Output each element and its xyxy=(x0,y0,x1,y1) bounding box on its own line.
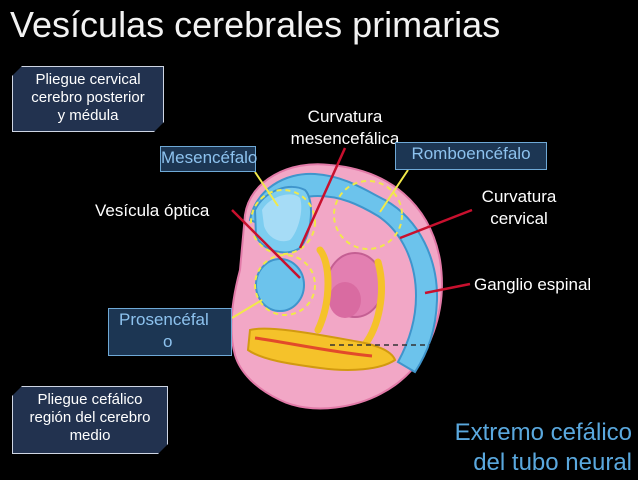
cervical-curvature-line1: Curvatura xyxy=(481,187,557,206)
cervical-fold-line1: Pliegue cervical xyxy=(35,71,141,88)
mesencephalon-outline xyxy=(250,189,316,255)
cervical-curvature-line2: cervical xyxy=(490,209,548,228)
leader-mesencephalic-curvature xyxy=(298,147,347,249)
footer-caption: Extremo cefálico del tubo neural xyxy=(455,418,632,478)
footer-line2: del tubo neural xyxy=(473,449,632,476)
cephalic-fold-box: Pliegue cefálico región del cerebro medi… xyxy=(12,386,168,454)
cervical-fold-line3: y médula xyxy=(57,107,119,124)
neural-tube xyxy=(248,172,439,374)
mesencephalic-curvature-line2: mesencefálica xyxy=(290,129,400,148)
prosencephalon-vesicle xyxy=(255,258,305,312)
leader-rhombencephalon xyxy=(379,169,409,213)
heart-chamber xyxy=(329,282,361,318)
cephalic-fold-line1: Pliegue cefálico xyxy=(37,391,143,408)
leader-spinal-ganglion xyxy=(424,282,471,295)
leader-optic-vesicle xyxy=(231,209,301,279)
spinal-ganglion-label: Ganglio espinal xyxy=(474,275,592,294)
cephalic-fold-line2: región del cerebro xyxy=(29,409,151,426)
leader-prosencephalon xyxy=(231,299,263,319)
cervical-fold-line2: cerebro posterior xyxy=(31,89,145,106)
prosencephalon-label: Prosencéfal o xyxy=(108,308,232,356)
prosencephalon-line2: o xyxy=(163,332,173,351)
optic-vesicle-label: Vesícula óptica xyxy=(95,201,210,220)
slide-title: Vesículas cerebrales primarias xyxy=(10,4,501,45)
cervical-fold-box: Pliegue cervical cerebro posterior y méd… xyxy=(12,66,164,132)
mesencephalic-curvature-line1: Curvatura xyxy=(307,107,383,126)
brain-cavity xyxy=(262,194,302,242)
leader-cervical-curvature xyxy=(399,208,473,240)
cephalic-fold-line3: medio xyxy=(69,427,111,444)
prosencephalon-outline xyxy=(254,254,316,316)
mesencephalic-curvature-label: Curvatura mesencefálica xyxy=(285,106,405,150)
mesencephalon-label: Mesencéfalo xyxy=(160,146,257,172)
rhombencephalon-label: Romboencéfalo xyxy=(395,142,547,170)
cervical-curvature-label: Curvatura cervical xyxy=(470,186,568,230)
footer-line1: Extremo cefálico xyxy=(454,419,632,446)
leader-mesencephalon xyxy=(254,171,279,207)
prosencephalon-line1: Prosencéfal xyxy=(119,310,209,329)
rhombencephalon-outline xyxy=(333,180,403,250)
yolk-stalk xyxy=(254,336,373,358)
